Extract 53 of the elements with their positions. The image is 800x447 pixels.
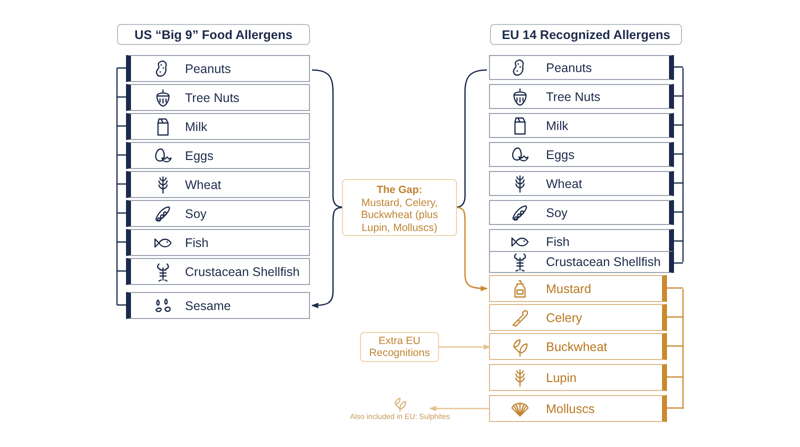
allergen-name: Crustacean Shellfish	[185, 264, 300, 278]
allergen-row	[126, 258, 310, 285]
allergen-row	[126, 171, 310, 198]
callout-box	[342, 179, 457, 236]
callout-text: Mustard, Celery, Buckwheat (plus Lupin, Molluscs)	[360, 196, 440, 234]
allergen-name: Wheat	[185, 178, 222, 192]
allergen-name: Peanuts	[546, 60, 592, 74]
allergen-name: Buckwheat	[546, 340, 608, 354]
allergen-name: Fish	[185, 236, 209, 250]
allergen-name: Wheat	[546, 176, 582, 190]
allergen-name: Soy	[546, 206, 568, 220]
callout-heading: The Gap:	[376, 184, 424, 197]
allergen-name: Peanuts	[185, 62, 231, 76]
allergen-name: Sesame	[185, 298, 231, 312]
allergen-row	[126, 200, 310, 227]
heading-box: US “Big 9” Food Allergens	[117, 24, 310, 45]
allergen-name: Crustacean Shellfish	[546, 255, 661, 269]
allergen-name: Molluscs	[546, 402, 595, 416]
allergen-row	[489, 251, 674, 273]
arrow	[311, 206, 342, 308]
allergen-row	[489, 304, 667, 331]
allergen-row	[126, 55, 310, 82]
allergen-row	[126, 84, 310, 111]
allergen-row	[489, 395, 667, 422]
allergen-row	[489, 333, 667, 360]
allergen-row	[489, 142, 674, 167]
callout-box: Extra EU Recognitions	[360, 332, 439, 362]
allergen-row	[489, 84, 674, 109]
allergen-name: Eggs	[546, 148, 574, 162]
allergen-name: Tree Nuts	[546, 90, 600, 104]
allergen-name: Eggs	[185, 148, 214, 162]
allergen-row	[489, 55, 674, 80]
allergen-name: Mustard	[546, 282, 592, 296]
allergen-row	[489, 171, 674, 196]
allergen-row	[126, 142, 310, 169]
allergen-row	[489, 200, 674, 225]
allergen-row	[126, 113, 310, 140]
arrow	[456, 206, 488, 292]
allergen-row	[489, 113, 674, 138]
allergen-name: Fish	[546, 234, 570, 248]
allergen-name: Milk	[546, 118, 568, 132]
heading-box: EU 14 Recognized Allergens	[490, 24, 682, 45]
arrow	[429, 406, 489, 412]
allergen-row	[126, 229, 310, 256]
allergen-name: Milk	[185, 120, 208, 134]
allergen-row	[489, 364, 667, 391]
allergen-name: Celery	[546, 310, 582, 324]
allergen-row	[489, 275, 667, 302]
arrow	[439, 344, 491, 350]
allergen-name: Lupin	[546, 370, 577, 384]
allergen-row	[126, 292, 310, 319]
allergen-name: Soy	[185, 206, 207, 220]
allergen-name: Tree Nuts	[185, 90, 240, 104]
